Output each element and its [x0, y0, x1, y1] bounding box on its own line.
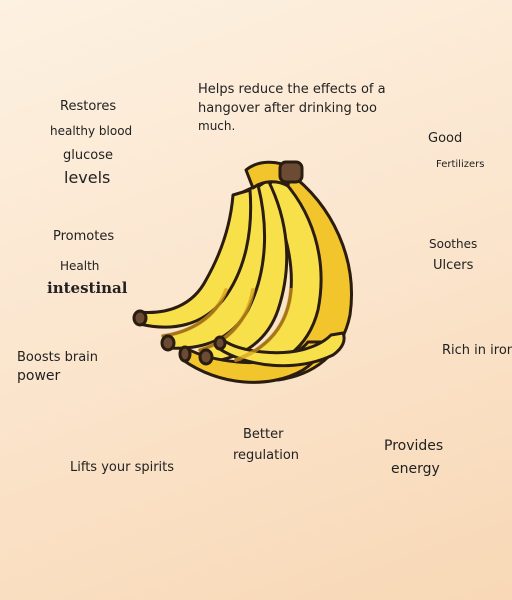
good-label: Good — [428, 131, 463, 146]
rich-in-iron-label: Rich in iron — [442, 343, 512, 358]
provides-label: Provides — [384, 438, 444, 454]
power-label: power — [17, 368, 61, 384]
energy-label: energy — [391, 461, 440, 477]
health-label: Health — [60, 259, 100, 273]
soothes-label: Soothes — [429, 237, 478, 251]
lifts-spirits-label: Lifts your spirits — [70, 460, 175, 475]
restores-label: Restores — [60, 99, 117, 114]
glucose-label: glucose — [63, 148, 113, 163]
boosts-brain-label: Boosts brain — [17, 350, 99, 365]
regulation-label: regulation — [233, 448, 300, 463]
hangover-line-1: Helps reduce the effects of a — [198, 82, 386, 97]
hangover-line-2: hangover after drinking too — [198, 101, 377, 116]
fertilizers-label: Fertilizers — [436, 159, 485, 170]
levels-label: levels — [64, 168, 111, 187]
better-label: Better — [243, 427, 284, 442]
intestinal-label: intestinal — [47, 279, 128, 297]
promotes-label: Promotes — [53, 229, 115, 244]
banana-bunch-icon — [132, 160, 353, 384]
ulcers-label: Ulcers — [433, 258, 474, 273]
hangover-line-3: much. — [198, 119, 236, 133]
healthy-blood-label: healthy blood — [50, 124, 133, 138]
